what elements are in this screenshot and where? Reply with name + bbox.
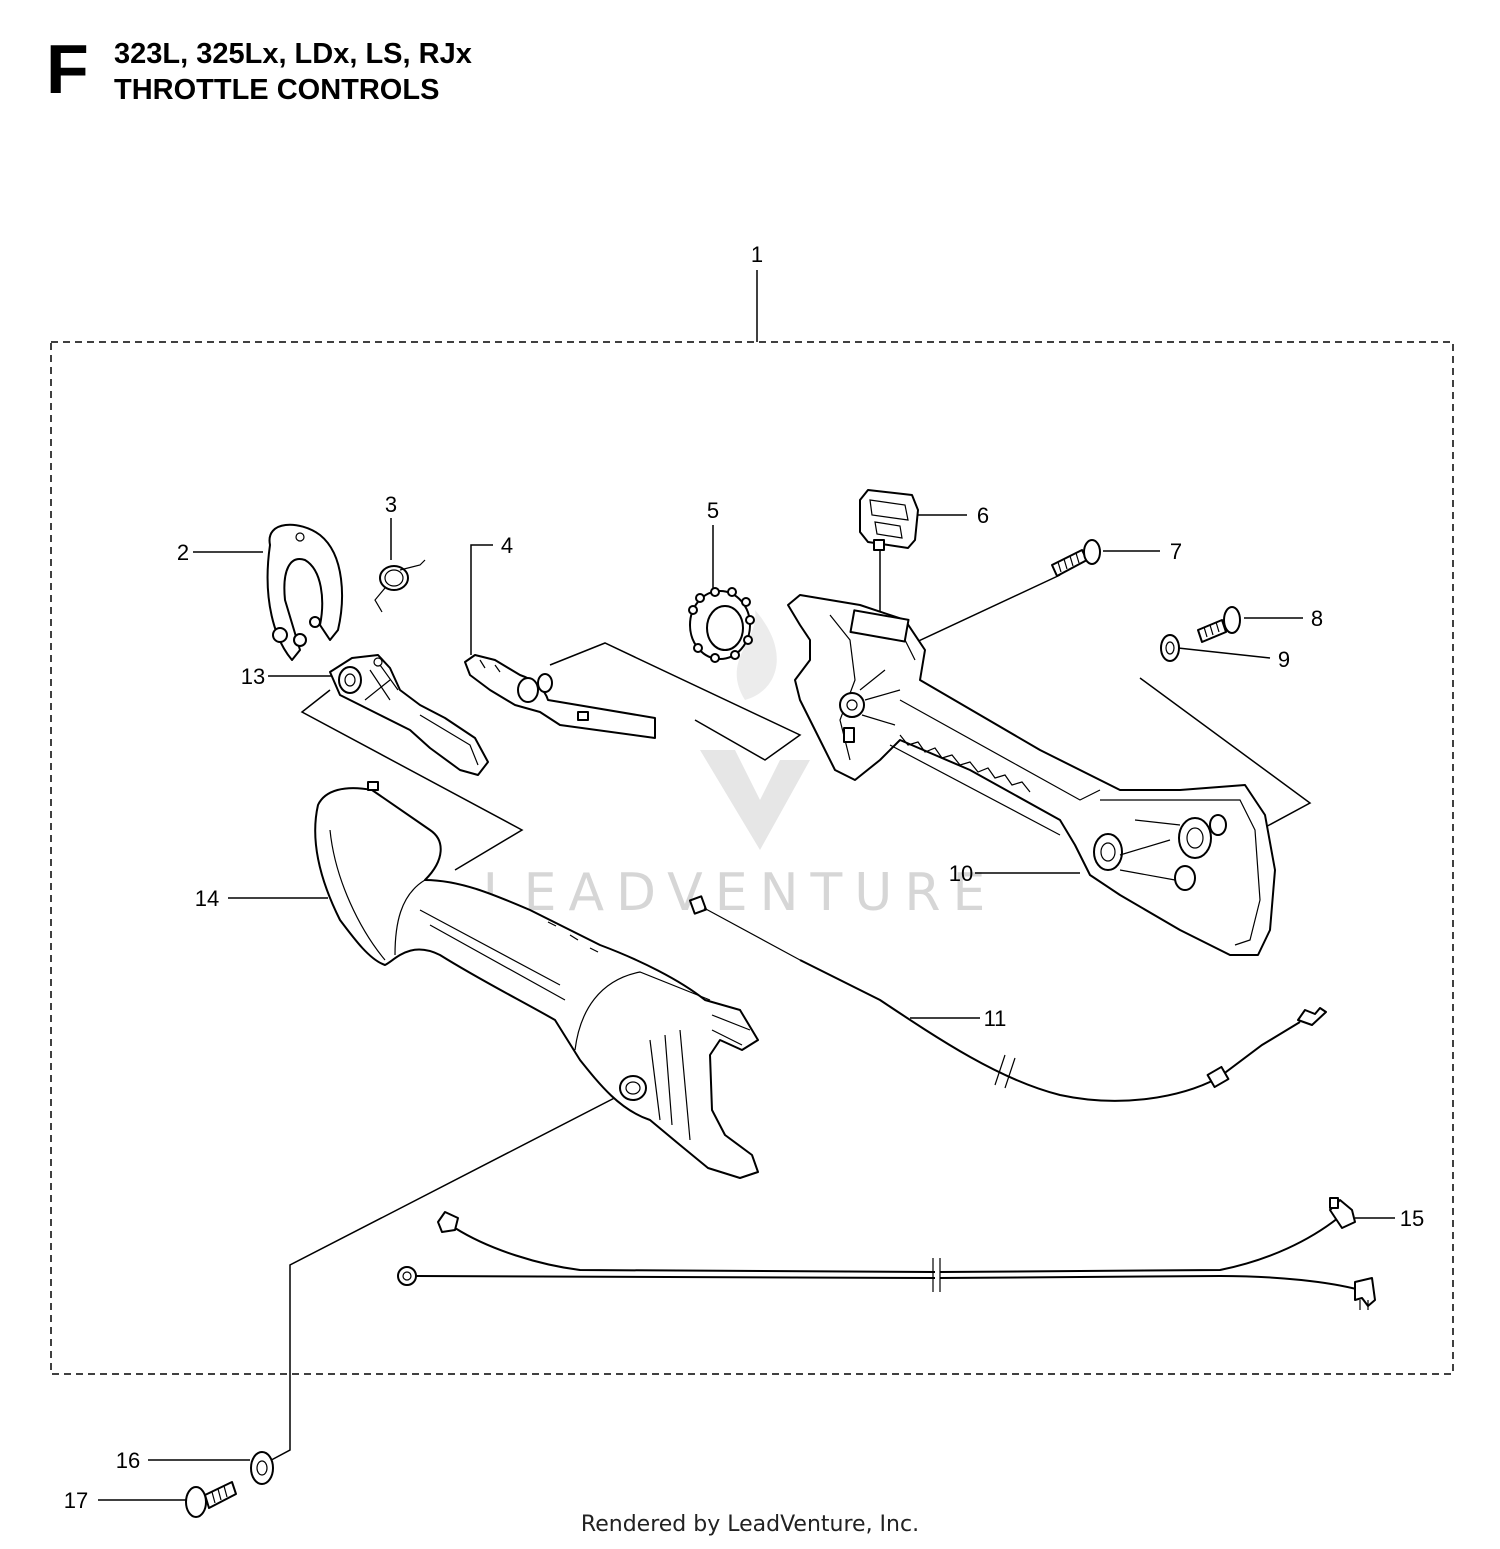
part-2-throttle-cover <box>266 523 343 661</box>
part-4-throttle-trigger <box>464 654 656 739</box>
callout-2: 2 <box>177 540 189 565</box>
part-5-ring <box>688 587 755 663</box>
callout-11: 11 <box>984 1006 1007 1031</box>
callout-6: 6 <box>977 503 989 528</box>
callout-4: 4 <box>501 533 513 558</box>
section-letter: F <box>46 30 89 108</box>
footer-credit: Rendered by LeadVenture, Inc. <box>580 1512 920 1537</box>
part-17-screw <box>185 1481 237 1518</box>
callout-17: 17 <box>64 1488 88 1513</box>
part-13-throttle-lockout <box>329 654 489 776</box>
callout-15: 15 <box>1400 1206 1424 1231</box>
callout-7: 7 <box>1170 539 1182 564</box>
callout-9: 9 <box>1278 647 1290 672</box>
model-list: 323L, 325Lx, LDx, LS, RJx <box>114 38 472 70</box>
part-10-handle-housing <box>787 594 1276 956</box>
callout-13: 13 <box>241 664 265 689</box>
part-16-washer <box>250 1451 274 1485</box>
callout-1: 1 <box>751 242 763 267</box>
watermark: LEADVENTURE <box>483 610 998 923</box>
callout-14: 14 <box>195 886 219 911</box>
part-8-screw <box>1197 606 1241 643</box>
callout-8: 8 <box>1311 606 1323 631</box>
part-3-spring <box>374 559 426 613</box>
callout-5: 5 <box>707 498 719 523</box>
watermark-text: LEADVENTURE <box>483 863 998 923</box>
part-15-wiring-harness <box>397 1197 1376 1310</box>
kit-boundary <box>50 341 1454 1375</box>
callout-16: 16 <box>116 1448 140 1473</box>
part-9-washer <box>1160 634 1180 662</box>
callout-labels: 1 2 3 4 5 6 7 8 9 10 11 13 14 15 16 17 <box>64 242 1424 1513</box>
part-7-screw <box>1051 539 1101 577</box>
part-11-throttle-cable <box>688 895 1327 1102</box>
part-6-stop-switch <box>859 489 919 551</box>
part-14-grip-handle <box>314 781 759 1179</box>
diagram-title: THROTTLE CONTROLS <box>114 74 440 106</box>
callout-3: 3 <box>385 492 397 517</box>
callout-10: 10 <box>949 861 973 886</box>
